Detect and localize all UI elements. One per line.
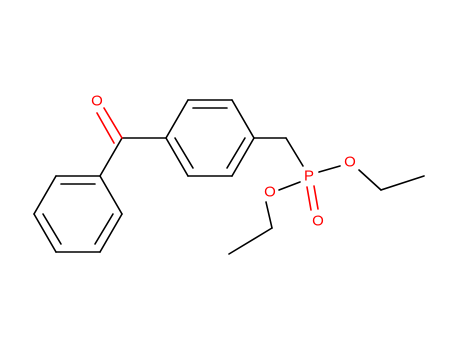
bond: [165, 99, 189, 139]
bond: [231, 99, 255, 139]
ester-oxygen-right-label: O: [344, 154, 356, 171]
bond-double-inner: [174, 137, 194, 169]
bond: [99, 213, 123, 253]
phenyl-ring-left: [33, 175, 123, 253]
bond: [231, 137, 255, 177]
bond: [99, 175, 123, 215]
phosphoryl-oxygen-label: O: [312, 213, 324, 230]
bond: [278, 181, 301, 191]
bond: [380, 175, 425, 191]
methylene-linker: [253, 137, 304, 167]
bond-double-inner: [42, 213, 62, 245]
bond-double-inner: [226, 137, 246, 169]
bond-double-inner: [94, 213, 114, 245]
bond: [285, 137, 304, 167]
carbonyl-oxygen-label: O: [91, 93, 103, 110]
ester-oxygen-left-label: O: [264, 184, 276, 201]
bond: [99, 137, 123, 177]
phosphonate-group: P O O O: [228, 154, 425, 255]
bond: [265, 201, 273, 229]
bond: [228, 227, 273, 255]
phosphorus-label: P: [304, 168, 314, 185]
bond-phosphoryl: [313, 185, 319, 210]
bond: [33, 213, 57, 253]
bond-carbonyl: [103, 107, 123, 139]
bond: [33, 175, 57, 215]
bond: [165, 137, 189, 177]
bond-phosphoryl: [306, 186, 312, 211]
bond: [318, 165, 341, 173]
carbonyl-group: O: [91, 93, 167, 177]
phenyl-ring-center: [165, 99, 255, 177]
bond: [358, 169, 382, 191]
bond-carbonyl: [96, 112, 115, 144]
